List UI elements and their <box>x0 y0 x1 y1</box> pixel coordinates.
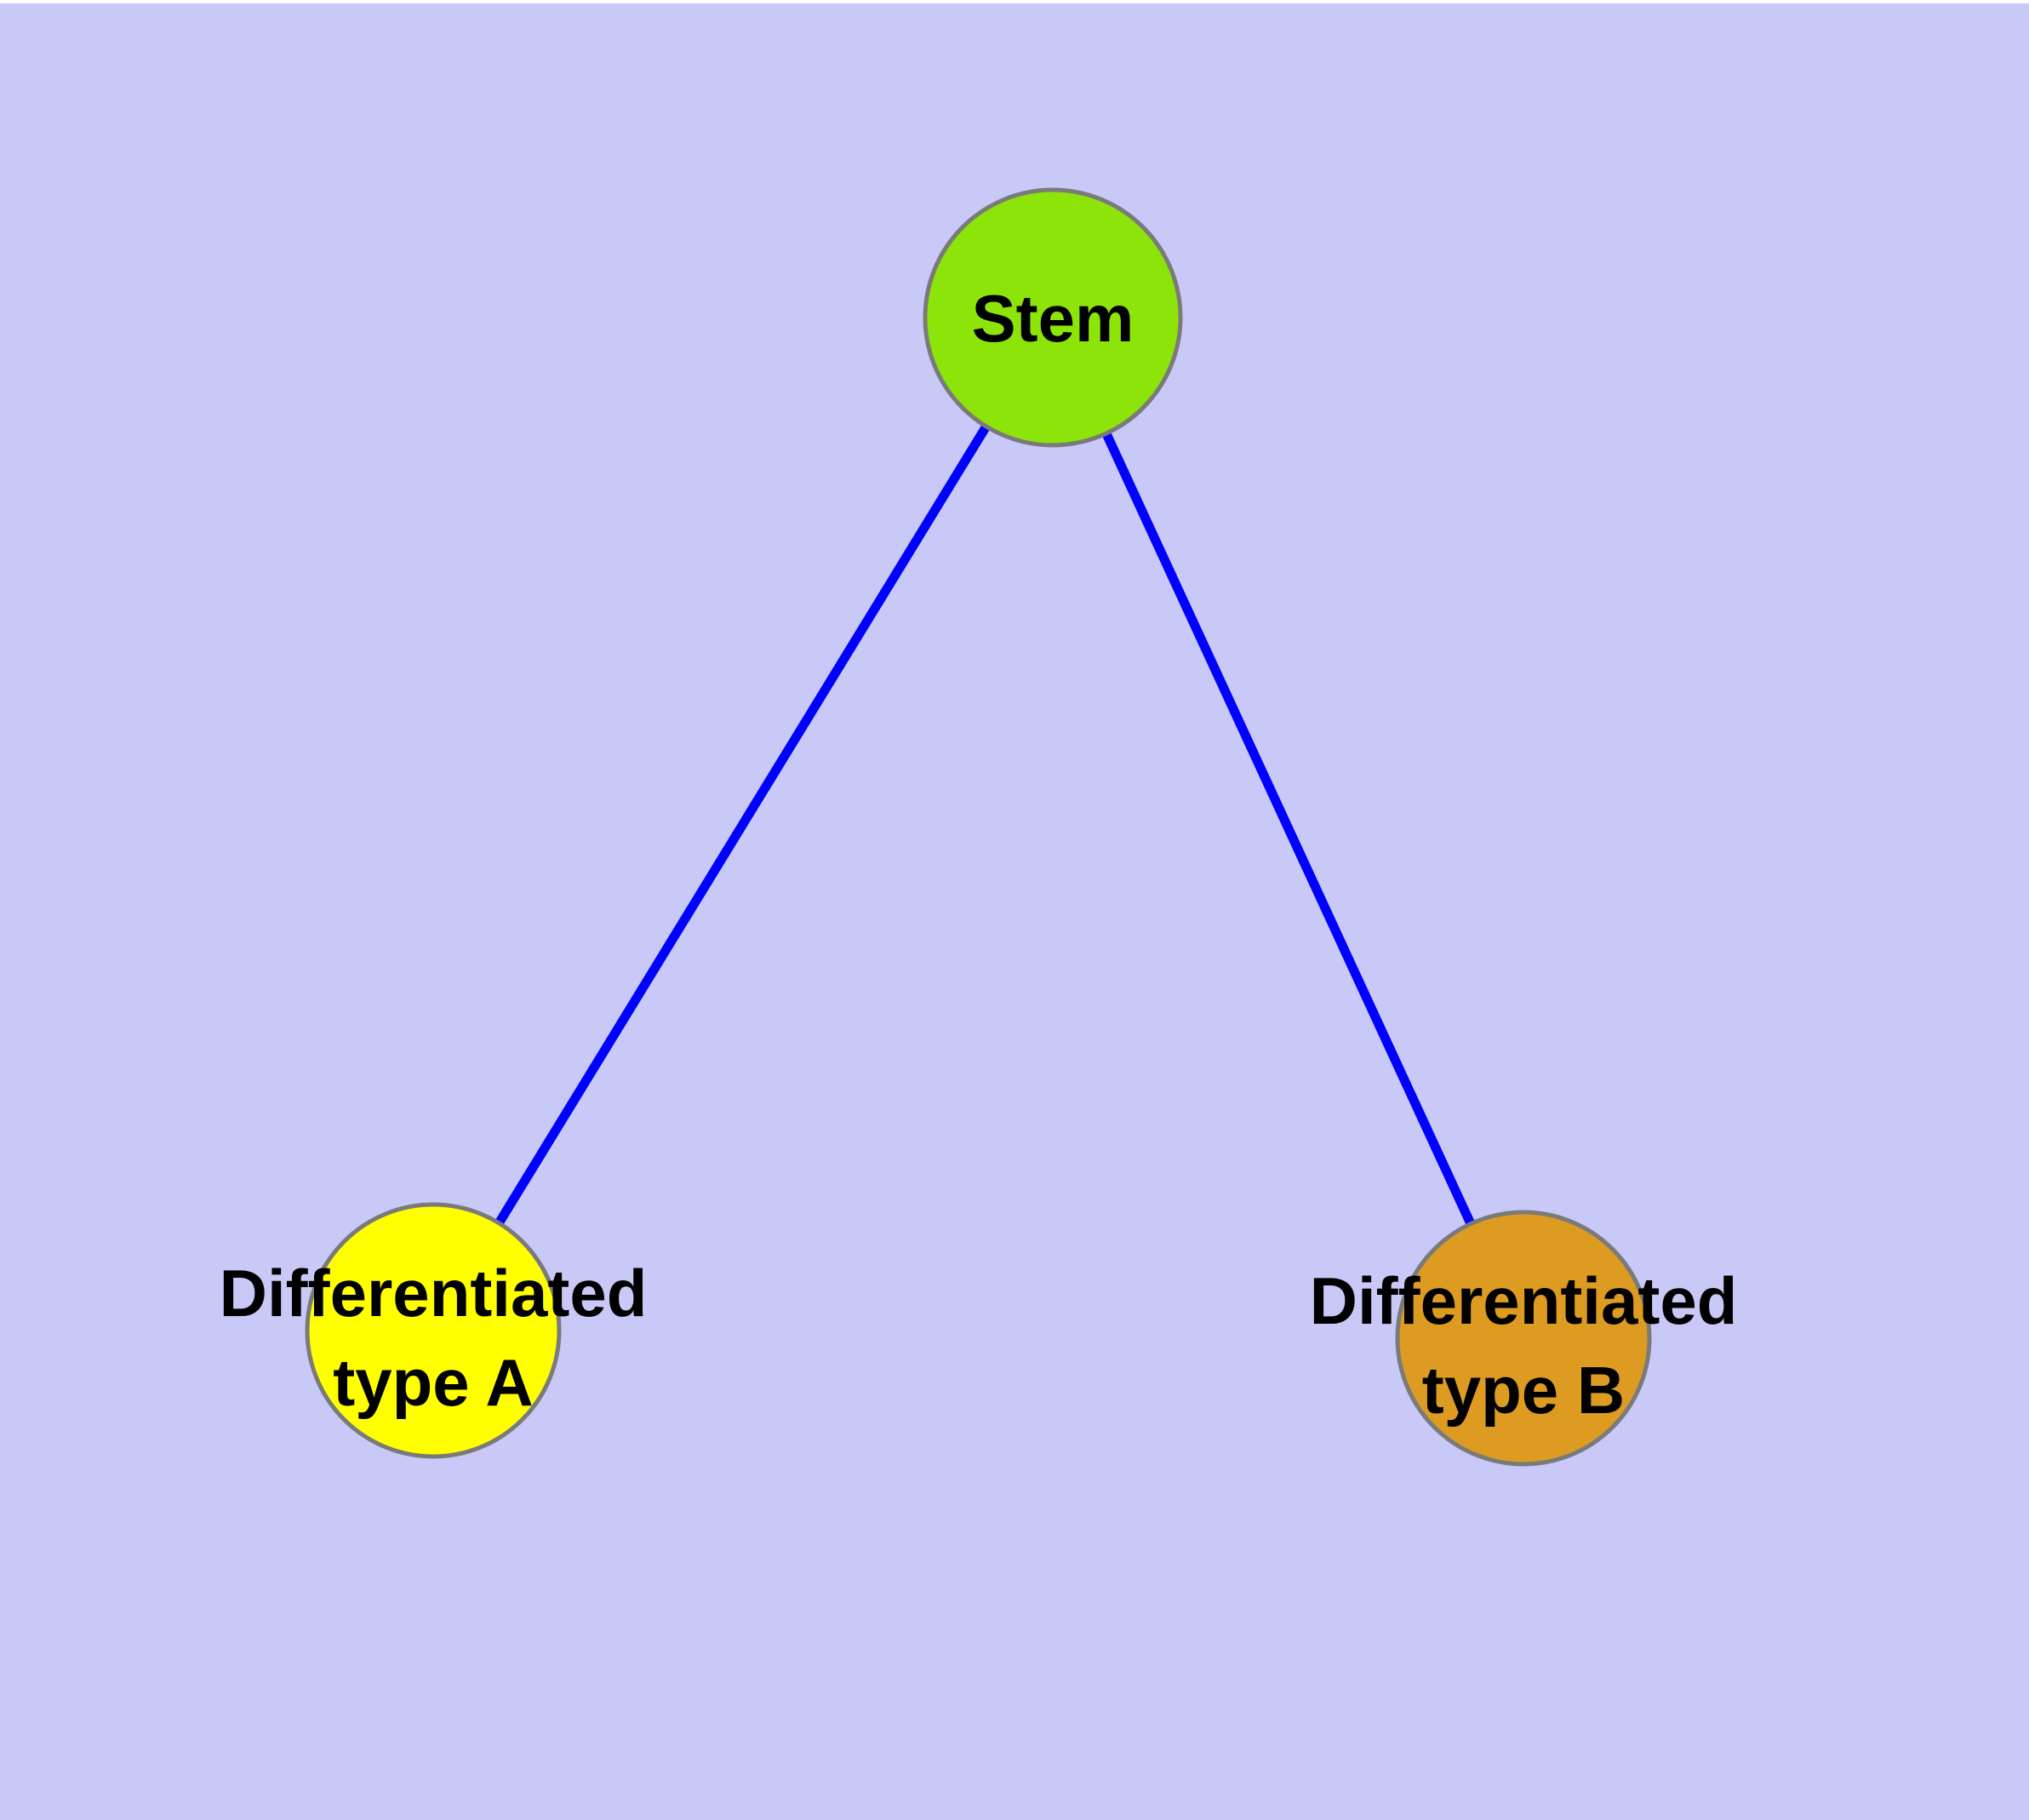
node-stem-label: Stem <box>972 281 1135 356</box>
nodes-layer <box>305 187 1652 1467</box>
node-differentiated-type-b <box>1395 1210 1652 1467</box>
node-type-b-label-line2: type B <box>1422 1353 1625 1428</box>
labels-layer: Stem Differentiated type A Differentiate… <box>220 281 1738 1428</box>
node-type-b-label-line1: Differentiated <box>1310 1263 1738 1338</box>
edge-stem-to-type-a <box>429 315 1057 1333</box>
node-differentiated-type-a <box>305 1202 562 1459</box>
edges-layer <box>429 315 1528 1341</box>
edge-stem-to-type-b <box>1049 315 1528 1341</box>
node-stem <box>923 187 1183 448</box>
node-type-a-label-line2: type A <box>333 1345 534 1420</box>
node-type-a-label-line1: Differentiated <box>220 1256 648 1331</box>
